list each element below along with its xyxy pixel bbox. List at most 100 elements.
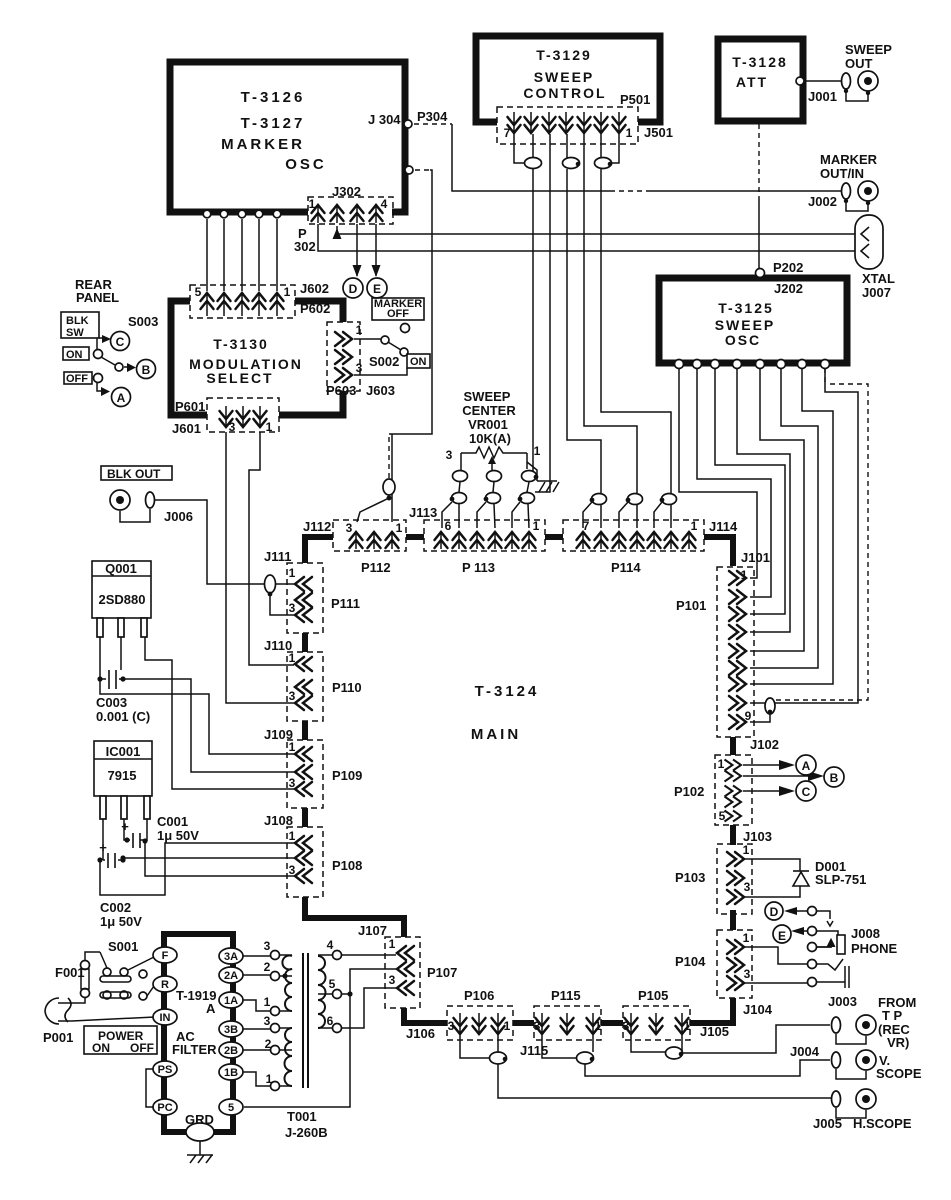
svg-text:XTAL: XTAL [862,271,895,286]
svg-text:1: 1 [309,197,316,211]
svg-text:J001: J001 [808,89,837,104]
svg-text:ON: ON [66,349,83,361]
svg-text:J108: J108 [264,813,293,828]
svg-text:OFF: OFF [387,308,409,320]
svg-text:1: 1 [289,829,296,843]
svg-text:1: 1 [741,568,748,582]
svg-text:5: 5 [228,1102,234,1114]
svg-text:J111: J111 [264,549,292,564]
svg-text:P106: P106 [464,988,494,1003]
svg-text:C: C [116,335,125,349]
svg-text:P101: P101 [676,598,706,613]
svg-text:CENTER: CENTER [462,403,516,418]
svg-text:P202: P202 [773,260,803,275]
svg-text:Q001: Q001 [105,561,137,576]
svg-text:J202: J202 [774,281,803,296]
svg-text:IC001: IC001 [106,744,141,759]
svg-text:BLK OUT: BLK OUT [107,467,161,481]
svg-text:6: 6 [327,1014,334,1028]
svg-text:C: C [802,785,811,799]
svg-text:R: R [161,979,169,991]
svg-text:S003: S003 [128,314,158,329]
svg-text:MARKER: MARKER [820,152,878,167]
svg-text:3A: 3A [224,951,238,963]
svg-text:2: 2 [264,960,271,974]
svg-text:T P: T P [882,1008,903,1023]
svg-text:D001: D001 [815,859,846,874]
svg-text:A: A [117,391,126,405]
svg-text:1μ 50V: 1μ 50V [157,828,199,843]
svg-text:OUT/IN: OUT/IN [820,166,864,181]
svg-text:P114: P114 [611,560,641,575]
svg-text:T001: T001 [287,1109,317,1124]
svg-text:1: 1 [389,937,396,951]
svg-text:P109: P109 [332,768,362,783]
svg-text:PHONE: PHONE [851,941,898,956]
svg-text:J501: J501 [644,125,673,140]
svg-text:3: 3 [289,601,296,615]
svg-text:5: 5 [719,809,726,823]
svg-text:P601: P601 [175,399,205,414]
svg-text:PC: PC [157,1102,172,1114]
svg-text:PANEL: PANEL [76,290,119,305]
svg-text:T-3128: T-3128 [732,54,788,70]
svg-text:P110: P110 [332,680,362,695]
svg-text:IN: IN [160,1012,171,1024]
svg-text:P 113: P 113 [462,560,495,575]
svg-text:J102: J102 [750,737,779,752]
svg-text:1: 1 [289,740,296,754]
svg-text:2A: 2A [224,970,238,982]
svg-text:PS: PS [158,1064,173,1076]
svg-text:+: + [121,819,129,834]
svg-text:V.: V. [879,1053,890,1068]
svg-text:J103: J103 [743,829,772,844]
svg-text:T-3124: T-3124 [475,683,540,700]
svg-text:3: 3 [264,939,271,953]
svg-text:5: 5 [329,977,336,991]
svg-text:302: 302 [294,239,316,254]
svg-text:S001: S001 [108,939,138,954]
svg-text:H.SCOPE: H.SCOPE [853,1116,912,1131]
svg-text:J107: J107 [358,923,387,938]
svg-text:E: E [778,929,786,943]
svg-text:POWER: POWER [98,1029,144,1043]
svg-text:SW: SW [66,327,84,339]
svg-text:7: 7 [504,126,511,140]
svg-text:P108: P108 [332,858,362,873]
svg-text:3: 3 [289,863,296,877]
svg-text:(REC: (REC [878,1022,910,1037]
svg-text:T-3127: T-3127 [241,115,306,132]
svg-text:B: B [142,363,151,377]
svg-text:FILTER: FILTER [172,1042,217,1057]
svg-text:SLP-751: SLP-751 [815,872,866,887]
svg-text:5: 5 [195,285,202,299]
svg-text:P104: P104 [675,954,706,969]
svg-text:OFF: OFF [130,1041,154,1055]
svg-text:P602: P602 [300,301,330,316]
svg-text:MAIN: MAIN [471,726,521,743]
svg-text:3: 3 [534,1019,541,1033]
svg-text:7: 7 [583,519,590,533]
svg-text:J002: J002 [808,194,837,209]
svg-text:F: F [162,950,169,962]
svg-text:P001: P001 [43,1030,73,1045]
svg-text:P603: P603 [326,383,356,398]
svg-text:T-3126: T-3126 [241,89,306,106]
svg-text:3: 3 [446,448,453,462]
svg-text:T-1919: T-1919 [176,988,216,1003]
svg-text:P115: P115 [551,988,581,1003]
svg-text:10K(A): 10K(A) [469,431,511,446]
svg-text:P102: P102 [674,784,704,799]
svg-text:4: 4 [327,938,334,952]
svg-text:SWEEP: SWEEP [464,389,511,404]
svg-text:1: 1 [284,285,291,299]
svg-text:1: 1 [396,521,403,535]
svg-text:1: 1 [356,323,363,337]
svg-text:OSC: OSC [285,156,327,173]
svg-text:3: 3 [289,689,296,703]
svg-text:A: A [802,759,811,773]
svg-text:OFF: OFF [66,373,88,385]
svg-text:A: A [206,1001,216,1016]
svg-text:P501: P501 [620,92,650,107]
svg-text:J113: J113 [409,505,437,520]
